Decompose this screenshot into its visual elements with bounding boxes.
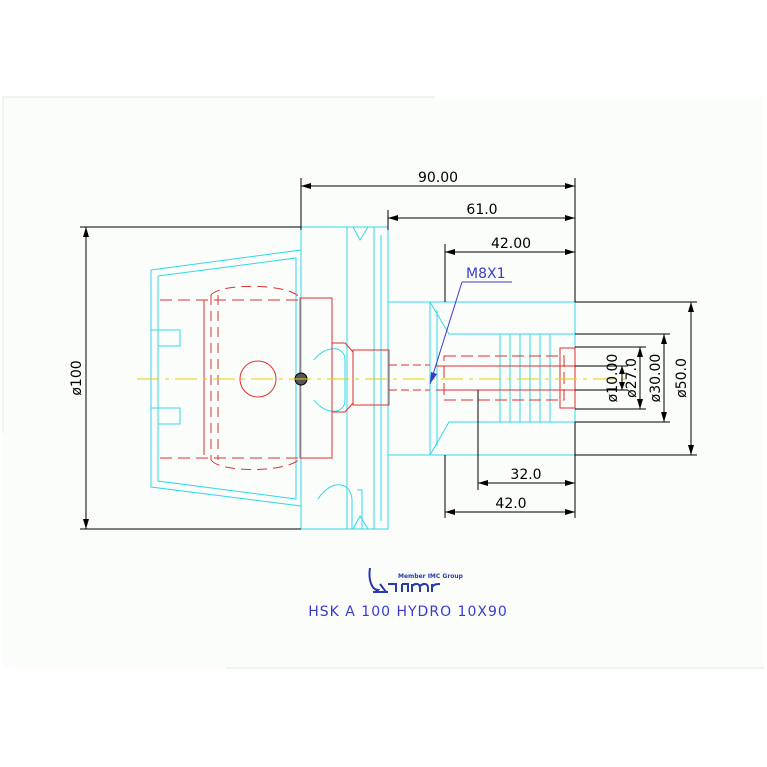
dim-shank-diameter: ø100 bbox=[69, 360, 85, 395]
dimension-arrows bbox=[83, 183, 694, 529]
coolant-hole-circle bbox=[239, 360, 277, 398]
thread-leader-arrow bbox=[430, 372, 437, 384]
drawing-sheet bbox=[3, 97, 764, 668]
dim-nose-length: 42.00 bbox=[491, 236, 531, 252]
thread-leader-line bbox=[429, 281, 463, 385]
thread-callout: M8X1 bbox=[466, 266, 505, 282]
dim-inner-diameter: ø27.0 bbox=[624, 358, 640, 398]
dim-bore-depth: 32.0 bbox=[510, 467, 541, 483]
dim-bore-diameter: ø10.00 bbox=[605, 354, 621, 403]
dim-overall-length: 90.00 bbox=[418, 170, 458, 186]
dim-clamp-length: 42.0 bbox=[495, 496, 526, 512]
dimension-lines bbox=[80, 178, 697, 530]
holder-body-outline bbox=[150, 226, 576, 530]
drawing-title: HSK A 100 HYDRO 10X90 bbox=[308, 604, 508, 620]
iscar-logo-icon bbox=[368, 567, 441, 593]
dim-flange-to-end: 61.0 bbox=[466, 202, 497, 218]
internal-bore-detail bbox=[160, 285, 576, 470]
dim-nose-diameter: ø50.0 bbox=[674, 358, 690, 398]
sheet-frame-line bbox=[2, 96, 435, 433]
logo-tagline: Member IMC Group bbox=[398, 573, 464, 580]
dim-sleeve-diameter: ø30.00 bbox=[648, 354, 664, 403]
